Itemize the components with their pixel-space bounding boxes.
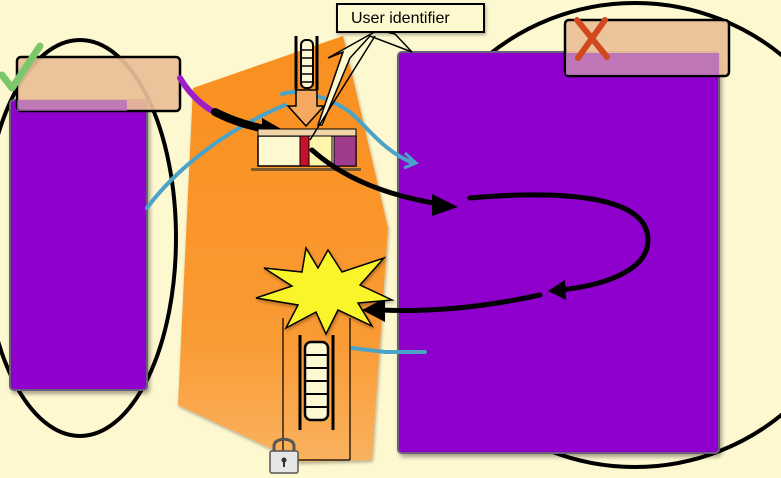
left-panel-header-overlap	[17, 100, 127, 111]
top-stack	[294, 36, 319, 90]
cross-icon	[574, 17, 610, 61]
blue-stream-left	[145, 103, 287, 210]
user-identifier-callout: User identifier	[336, 3, 485, 33]
loop-arrow	[467, 192, 651, 293]
blue-stream-top-head	[403, 151, 419, 170]
right-panel-header-overlap	[566, 53, 719, 75]
blue-stream-bottom	[350, 346, 427, 354]
padlock-icon	[269, 437, 299, 474]
checkmark-icon	[0, 42, 44, 92]
arrow-token-to-right-head	[432, 194, 458, 216]
left-panel	[9, 99, 148, 391]
loop-arrow-head	[548, 280, 566, 300]
explosion-burst-icon	[255, 245, 395, 336]
arrow-right-to-burst-head	[362, 298, 385, 322]
callout-pointer-line	[309, 35, 376, 141]
arrow-right-to-burst	[377, 292, 543, 313]
stack-down-arrow	[286, 89, 326, 128]
left-ellipse	[0, 38, 178, 438]
right-panel	[397, 51, 720, 454]
callout-pointer	[316, 29, 413, 126]
arrow-token-to-right	[309, 147, 448, 208]
user-identifier-label: User identifier	[351, 10, 450, 27]
token-bar	[251, 128, 361, 171]
bottom-stack	[282, 318, 351, 461]
